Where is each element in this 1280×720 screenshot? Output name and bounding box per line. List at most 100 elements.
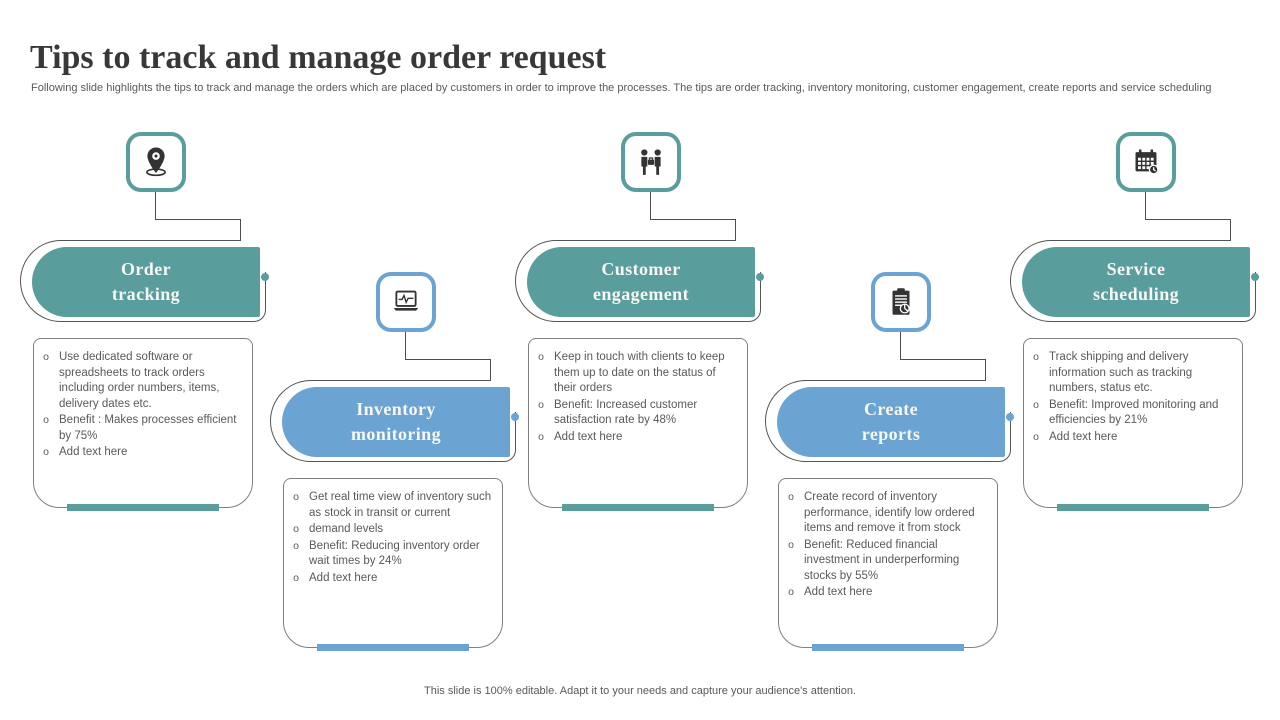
connector-line — [650, 219, 736, 220]
connector-line — [900, 359, 986, 360]
location-pin-icon — [146, 147, 166, 177]
pill-outline: Order tracking — [20, 239, 269, 322]
tip-title-line: reports — [861, 424, 921, 444]
connector-line — [1145, 192, 1146, 219]
connector-line — [650, 192, 651, 219]
tip-title-line: monitoring — [350, 424, 441, 444]
connector-dot — [511, 413, 519, 421]
bullet-marker: o — [293, 539, 299, 552]
bullet-marker: o — [788, 586, 794, 598]
bullet-marker: o — [293, 523, 299, 535]
pill-outline: Customer engagement — [515, 239, 764, 322]
connector-line — [155, 219, 241, 220]
pill-outline: Service scheduling — [1010, 239, 1259, 322]
connector-dot — [1251, 273, 1259, 281]
connector-dot — [756, 273, 764, 281]
calendar-clock-icon — [1135, 149, 1159, 175]
clipboard-chart-icon — [892, 288, 910, 315]
tip-title-line: Inventory — [356, 399, 436, 419]
tip-title-line: Order — [121, 259, 171, 279]
connector-line — [1230, 219, 1231, 240]
bullet-marker: o — [538, 398, 544, 411]
bullet-marker: o — [43, 351, 49, 363]
accent-bar — [1057, 504, 1209, 511]
bullet-marker: o — [293, 491, 299, 503]
clipboard-chart-icon — [871, 272, 931, 332]
tip-title-line: engagement — [593, 284, 689, 304]
tip-title-line: Create — [863, 399, 919, 419]
connector-line — [155, 192, 156, 219]
tip-title-line: scheduling — [1092, 284, 1180, 304]
bullet-marker: o — [788, 491, 794, 503]
bullet-marker: o — [538, 430, 544, 443]
bullet-marker: o — [1033, 430, 1039, 443]
connector-line — [735, 219, 736, 240]
pill-outline: Create reports — [765, 379, 1014, 462]
bullet-marker: o — [293, 571, 299, 584]
laptop-pulse-icon — [376, 272, 436, 332]
connector-line — [985, 359, 986, 380]
pill-outline: Inventory monitoring — [270, 379, 519, 462]
tip-pill: Create reports — [777, 387, 1005, 457]
bullet-marker: o — [1033, 351, 1039, 363]
connector-line — [240, 219, 241, 240]
editable-note: This slide is 100% editable. Adapt it to… — [424, 685, 856, 697]
tip-pill: Order tracking — [32, 247, 260, 317]
connector-dot — [261, 273, 269, 281]
laptop-pulse-icon — [393, 290, 419, 311]
bullet-marker: o — [43, 414, 49, 426]
tip-pill: Customer engagement — [527, 247, 755, 317]
connector-line — [900, 332, 901, 359]
tip-pill: Inventory monitoring — [282, 387, 510, 457]
accent-bar — [67, 504, 219, 511]
partners-meeting-icon — [641, 149, 661, 175]
connector-line — [490, 359, 491, 380]
tip-title-line: Customer — [601, 259, 681, 279]
connector-line — [1145, 219, 1231, 220]
bullet-marker: o — [1033, 398, 1039, 411]
accent-bar — [812, 644, 964, 651]
page-title: Tips to track and manage order request — [30, 38, 607, 76]
location-pin-icon — [126, 132, 186, 192]
tip-title-line: Service — [1106, 259, 1166, 279]
connector-dot — [1006, 413, 1014, 421]
calendar-clock-icon — [1116, 132, 1176, 192]
tip-title-line: tracking — [111, 284, 181, 304]
connector-line — [405, 359, 491, 360]
connector-line — [405, 332, 406, 359]
partners-meeting-icon — [621, 132, 681, 192]
slide-subtitle: Following slide highlights the tips to t… — [31, 82, 1212, 94]
accent-bar — [317, 644, 469, 651]
bullet-marker: o — [538, 351, 544, 363]
accent-bar — [562, 504, 714, 511]
